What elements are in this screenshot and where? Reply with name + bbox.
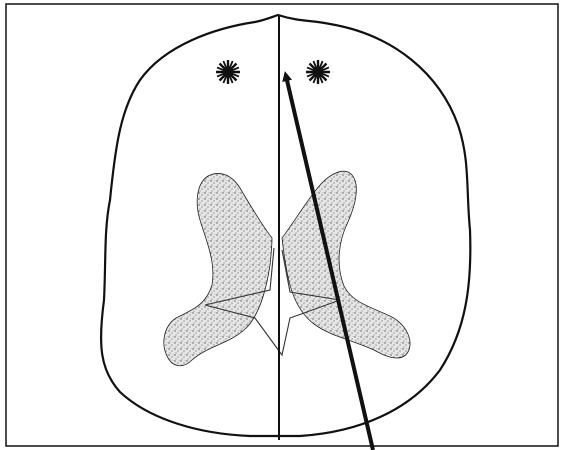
- asterisk-right-icon: [306, 60, 330, 84]
- asterisk-left-icon: [216, 60, 240, 84]
